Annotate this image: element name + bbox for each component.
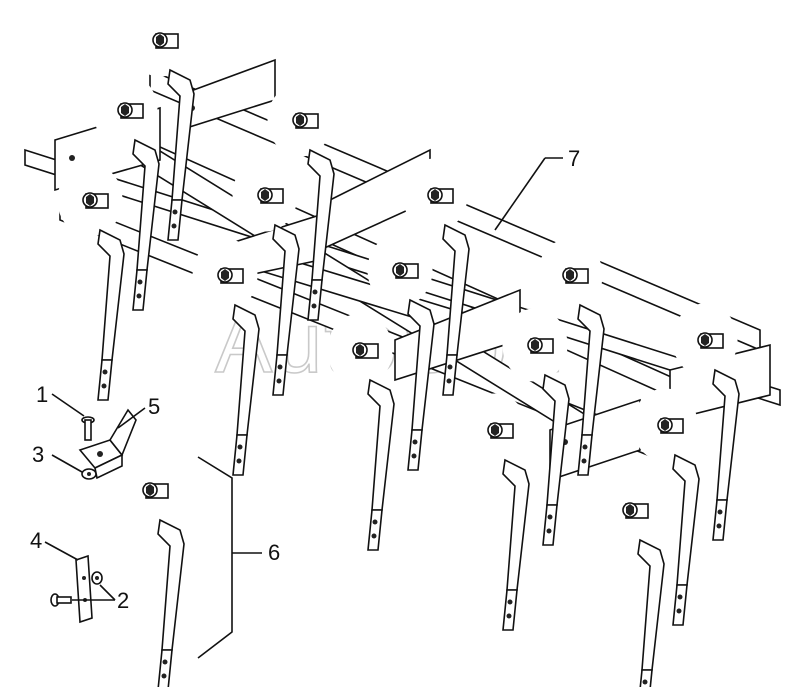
small-bolt-part [50, 593, 72, 607]
callout-3: 3 [32, 442, 44, 467]
tine-single-part [120, 456, 184, 687]
tine [330, 316, 394, 550]
callouts: 1 2 3 4 5 6 7 [30, 146, 580, 613]
wear-plate-part [75, 554, 93, 624]
leader-lines [44, 157, 563, 601]
callout-2: 2 [117, 588, 129, 613]
callout-7: 7 [568, 146, 580, 171]
tine [600, 476, 664, 687]
tine [60, 166, 124, 400]
callout-1: 1 [36, 382, 48, 407]
callout-4: 4 [30, 528, 42, 553]
tine [465, 396, 529, 630]
bolt-part [81, 416, 95, 441]
small-nut-part [91, 571, 103, 585]
nut-part [81, 468, 97, 480]
callout-5: 5 [148, 394, 160, 419]
callout-6: 6 [268, 540, 280, 565]
clamp-bracket-part [78, 408, 137, 480]
group-bracket-6 [197, 456, 233, 659]
